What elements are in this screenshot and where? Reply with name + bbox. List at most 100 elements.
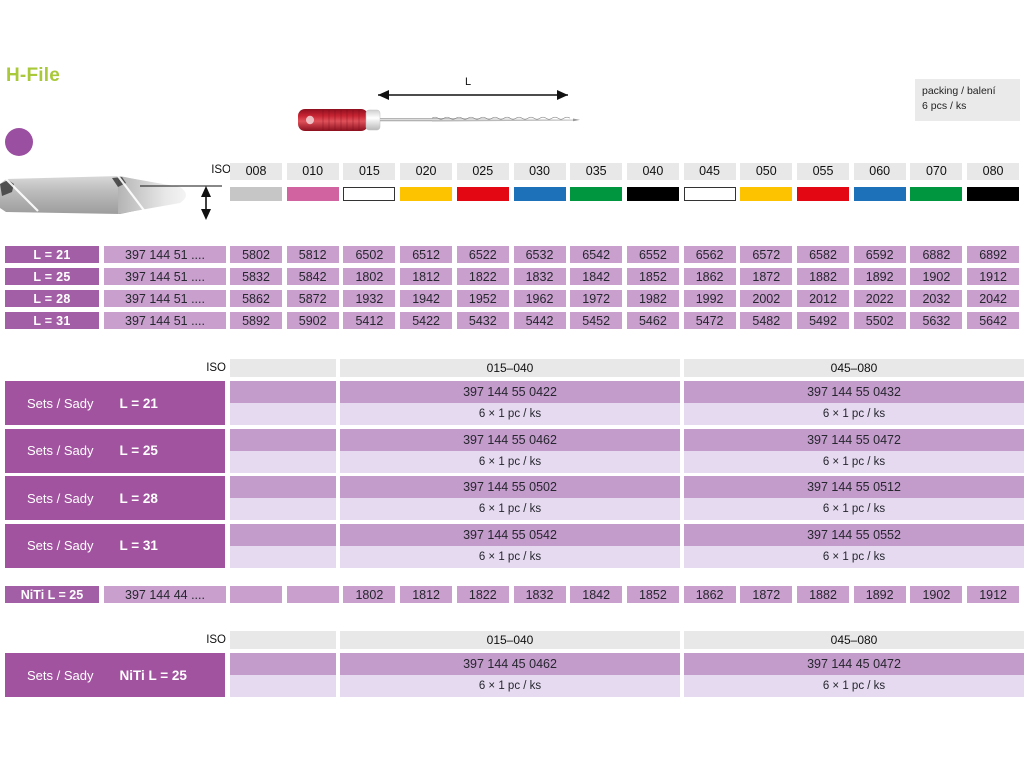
set-article-number: 397 144 55 0422 <box>340 381 680 403</box>
iso-size-header: 080 <box>967 163 1020 180</box>
product-code-cell: 1992 <box>683 290 736 307</box>
iso-size-header: 008 <box>230 163 282 180</box>
product-code-cell: 5452 <box>570 312 623 329</box>
sets-label-text: Sets / Sady <box>27 490 94 506</box>
table-row-length-header: L = 25 <box>5 268 99 285</box>
iso-color-swatch <box>740 187 793 201</box>
color-dot-indicator <box>5 128 33 156</box>
product-code-cell: 5472 <box>683 312 736 329</box>
iso-color-swatch <box>683 187 736 201</box>
product-code-cell: 2042 <box>967 290 1020 307</box>
product-code-cell: 5902 <box>286 312 339 329</box>
article-number-prefix: 397 144 51 .... <box>104 268 226 285</box>
product-code-cell: 6512 <box>400 246 453 263</box>
sets-iso-label: ISO <box>206 634 226 646</box>
product-code-cell: 5442 <box>513 312 566 329</box>
product-code-cell: 5482 <box>740 312 793 329</box>
product-code-cell: 6562 <box>683 246 736 263</box>
set-article-number: 397 144 55 0462 <box>340 428 680 451</box>
sets-label-length: L = 31 <box>119 538 158 554</box>
product-code-cell: 6592 <box>853 246 906 263</box>
niti-product-code-cell: 1862 <box>683 586 736 603</box>
product-code-cell: 1862 <box>683 268 736 285</box>
set-article-number: 397 144 55 0512 <box>684 476 1024 499</box>
product-code-cell: 5632 <box>910 312 963 329</box>
product-code-cell: 6532 <box>513 246 566 263</box>
product-code-cell: 1892 <box>853 268 906 285</box>
iso-size-header: 030 <box>513 163 566 180</box>
iso-size-header: 060 <box>853 163 906 180</box>
niti-product-code-cell <box>286 586 339 603</box>
iso-color-swatch <box>626 187 679 201</box>
sets-range-header-1: 015–040 <box>340 631 680 649</box>
set-quantity: 6 × 1 pc / ks <box>684 450 1024 473</box>
iso-size-header: 015 <box>343 163 396 180</box>
product-code-cell: 2032 <box>910 290 963 307</box>
product-code-cell: 5832 <box>230 268 282 285</box>
product-code-cell: 6892 <box>967 246 1020 263</box>
product-code-cell: 6882 <box>910 246 963 263</box>
product-code-cell: 5812 <box>286 246 339 263</box>
set-article-number: 397 144 45 0462 <box>340 653 680 675</box>
h-file-instrument-illustration <box>298 90 580 131</box>
sets-row-spacer-lower <box>230 675 336 697</box>
product-code-cell: 1962 <box>513 290 566 307</box>
product-code-cell: 1872 <box>740 268 793 285</box>
set-quantity: 6 × 1 pc / ks <box>340 675 680 697</box>
product-code-cell: 5642 <box>967 312 1020 329</box>
iso-color-swatch <box>853 187 906 201</box>
sets-iso-label: ISO <box>206 362 226 374</box>
niti-product-code-cell: 1872 <box>740 586 793 603</box>
niti-product-code-cell: 1822 <box>456 586 509 603</box>
product-code-cell: 1972 <box>570 290 623 307</box>
iso-color-swatch <box>797 187 849 201</box>
set-article-number: 397 144 55 0432 <box>684 381 1024 403</box>
product-code-cell: 5892 <box>230 312 282 329</box>
niti-product-code-cell: 1882 <box>797 586 849 603</box>
set-quantity: 6 × 1 pc / ks <box>684 498 1024 521</box>
set-article-number: 397 144 55 0552 <box>684 523 1024 546</box>
set-article-number: 397 144 55 0542 <box>340 523 680 546</box>
table-row-length-header: L = 21 <box>5 246 99 263</box>
product-code-cell: 1802 <box>343 268 396 285</box>
file-tip-diameter-diagram <box>0 175 222 220</box>
product-code-cell: 6522 <box>456 246 509 263</box>
set-article-number: 397 144 55 0502 <box>340 476 680 499</box>
product-code-cell: 5412 <box>343 312 396 329</box>
product-code-cell: 5872 <box>286 290 339 307</box>
set-quantity: 6 × 1 pc / ks <box>340 498 680 521</box>
iso-size-header: 045 <box>683 163 736 180</box>
sets-label-text: Sets / Sady <box>27 538 94 554</box>
length-dimension-label: L <box>465 76 472 88</box>
iso-color-swatch <box>400 187 453 201</box>
packing-info-box: packing / balení 6 pcs / ks <box>915 79 1020 121</box>
set-quantity: 6 × 1 pc / ks <box>684 545 1024 568</box>
iso-color-swatch <box>910 187 963 201</box>
product-code-cell: 1982 <box>626 290 679 307</box>
sets-label-length: NiTi L = 25 <box>119 667 187 683</box>
iso-color-swatch <box>286 187 339 201</box>
product-code-cell: 2002 <box>740 290 793 307</box>
sets-label-text: Sets / Sady <box>27 395 94 411</box>
table-row-length-header: L = 31 <box>5 312 99 329</box>
iso-size-header: 040 <box>626 163 679 180</box>
product-code-cell: 6572 <box>740 246 793 263</box>
article-number-prefix: 397 144 51 .... <box>104 246 226 263</box>
product-code-cell: 5462 <box>626 312 679 329</box>
sets-row-spacer-upper <box>230 523 336 546</box>
iso-color-swatch <box>967 187 1020 201</box>
iso-size-header: 050 <box>740 163 793 180</box>
iso-size-header: 025 <box>456 163 509 180</box>
product-code-cell: 1812 <box>400 268 453 285</box>
niti-product-code-cell: 1832 <box>513 586 566 603</box>
iso-size-header: 070 <box>910 163 963 180</box>
niti-product-code-cell: 1902 <box>910 586 963 603</box>
sets-row-spacer-upper <box>230 653 336 675</box>
set-quantity: 6 × 1 pc / ks <box>340 450 680 473</box>
sets-range-header-2: 045–080 <box>684 359 1024 377</box>
sets-header-spacer <box>230 359 336 377</box>
niti-product-code-cell: 1912 <box>967 586 1020 603</box>
